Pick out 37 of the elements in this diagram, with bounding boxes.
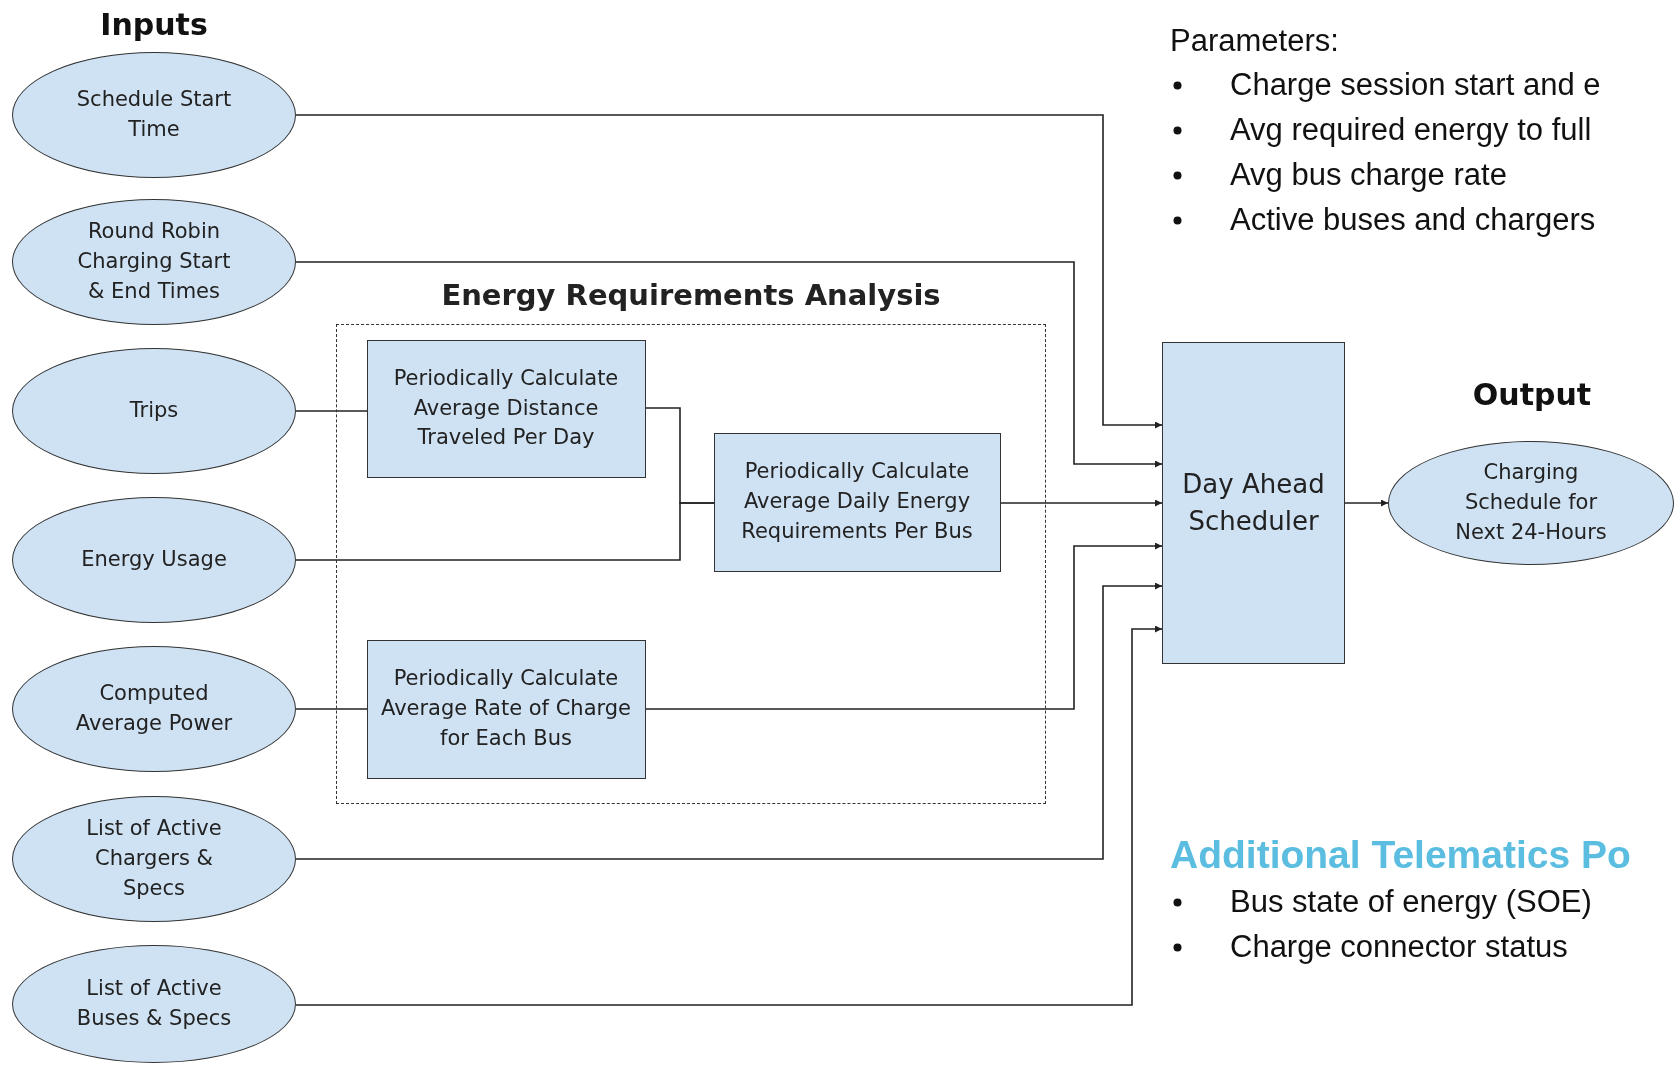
bullet-text: Avg bus charge rate [1230,157,1507,193]
arrow [295,261,1163,468]
connector-line [295,410,368,412]
bullet-text: Active buses and chargers [1230,202,1596,238]
process-box [713,432,1001,572]
node-label: Schedule Start Time [75,86,233,143]
section-heading: Output [1472,376,1592,412]
arrow [645,542,1163,710]
node-label: Periodically Calculate Average Distance Traveled Per Day [392,364,620,452]
arrow [1344,499,1389,507]
node-label: Round Robin Charging Start & End Times [76,218,232,305]
connector-line [295,502,715,561]
node-label: Day Ahead Scheduler [1181,468,1326,538]
arrow [1000,499,1163,507]
parameters-heading: Parameters: [1170,23,1339,59]
arrow [295,582,1163,860]
node-label: List of Active Buses & Specs [75,975,233,1032]
group-heading: Energy Requirements Analysis [441,277,941,314]
arrow [295,625,1163,1006]
section-heading: Additional Telematics Po [1170,833,1631,877]
node-label: Periodically Calculate Average Daily Energy Requirements Per Bus [740,458,974,545]
scheduler-box [1162,342,1345,664]
bullet-text: Charge session start and e [1230,67,1601,103]
node-label: Periodically Calculate Average Rate of Charge for Each Bus [381,665,631,752]
connector-line [295,708,368,710]
bullet-text: Avg required energy to full [1230,112,1592,148]
node-label: Energy Usage [81,546,227,574]
node-label: List of Active Chargers & Specs [85,815,223,902]
section-heading: Inputs [100,6,208,42]
bullet-text: Charge connector status [1230,929,1568,965]
bullet-text: Bus state of energy (SOE) [1230,884,1592,920]
node-label: Charging Schedule for Next 24-Hours [1454,459,1608,546]
node-label: Computed Average Power [74,680,234,737]
process-box [366,639,646,779]
node-label: Trips [129,397,179,425]
arrow [295,114,1163,429]
process-box [366,339,646,478]
